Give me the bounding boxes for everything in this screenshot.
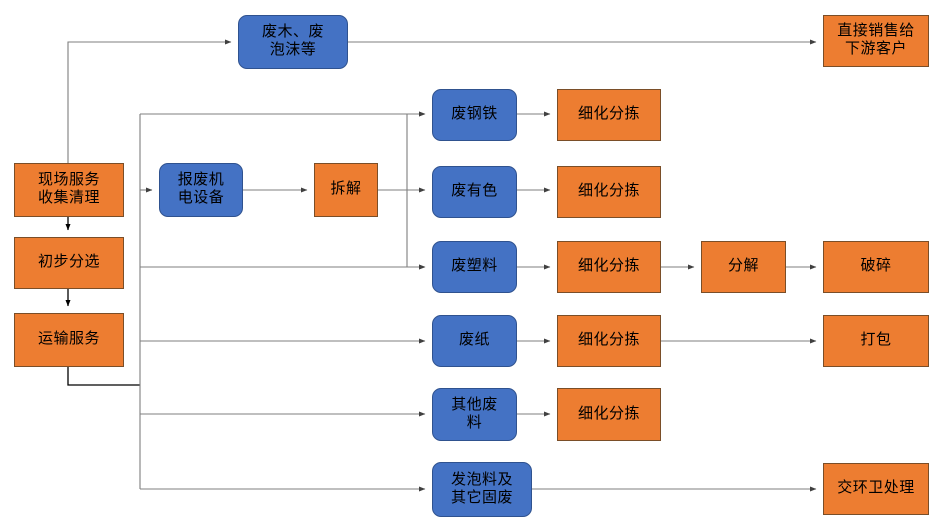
node-label: 报废机 电设备: [177, 172, 225, 206]
node-foam[interactable]: 发泡料及 其它固废: [432, 462, 532, 517]
node-crush[interactable]: 破碎: [823, 241, 929, 293]
node-label: 细化分拣: [577, 332, 640, 349]
node-dismantle[interactable]: 拆解: [314, 163, 378, 217]
node-site[interactable]: 现场服务 收集清理: [14, 163, 124, 217]
node-sort1[interactable]: 细化分拣: [557, 89, 661, 141]
node-sort3[interactable]: 细化分拣: [557, 241, 661, 293]
node-label: 打包: [860, 332, 892, 349]
edge-transport-to-trunk: [67, 367, 140, 386]
node-label: 细化分拣: [577, 106, 640, 123]
node-label: 分解: [727, 258, 759, 275]
node-label: 细化分拣: [577, 258, 640, 275]
node-baling[interactable]: 打包: [823, 315, 929, 367]
node-paper[interactable]: 废纸: [432, 315, 517, 367]
edge-site-to-wood: [67, 39, 232, 163]
node-label: 废有色: [451, 183, 498, 200]
node-label: 细化分拣: [577, 405, 640, 422]
node-nonferrous[interactable]: 废有色: [432, 166, 517, 218]
node-transport[interactable]: 运输服务: [14, 313, 124, 367]
node-label: 废塑料: [451, 258, 498, 275]
node-label: 破碎: [860, 258, 892, 275]
node-presort[interactable]: 初步分选: [14, 237, 124, 289]
node-label: 现场服务 收集清理: [37, 172, 100, 206]
node-label: 初步分选: [37, 254, 100, 271]
node-label: 直接销售给 下游客户: [837, 23, 915, 57]
node-label: 废木、废 泡沫等: [261, 24, 324, 58]
node-sort5[interactable]: 细化分拣: [557, 388, 661, 441]
node-other[interactable]: 其他废 料: [432, 388, 517, 441]
node-sort2[interactable]: 细化分拣: [557, 166, 661, 218]
node-sanitation[interactable]: 交环卫处理: [823, 463, 929, 515]
node-label: 废钢铁: [451, 106, 498, 123]
node-steel[interactable]: 废钢铁: [432, 89, 517, 141]
node-label: 拆解: [330, 181, 362, 198]
node-sort4[interactable]: 细化分拣: [557, 315, 661, 367]
node-wood[interactable]: 废木、废 泡沫等: [238, 15, 348, 69]
edge-dismantle-spine: [378, 114, 408, 267]
node-decompose[interactable]: 分解: [701, 241, 786, 293]
node-label: 发泡料及 其它固废: [450, 471, 513, 506]
node-plastic[interactable]: 废塑料: [432, 241, 517, 293]
node-label: 其他废 料: [451, 396, 498, 431]
node-directsale[interactable]: 直接销售给 下游客户: [823, 15, 929, 67]
node-label: 运输服务: [37, 331, 100, 348]
node-label: 交环卫处理: [837, 480, 915, 497]
node-scrapeq[interactable]: 报废机 电设备: [159, 163, 243, 217]
node-label: 废纸: [458, 332, 490, 349]
node-label: 细化分拣: [577, 183, 640, 200]
